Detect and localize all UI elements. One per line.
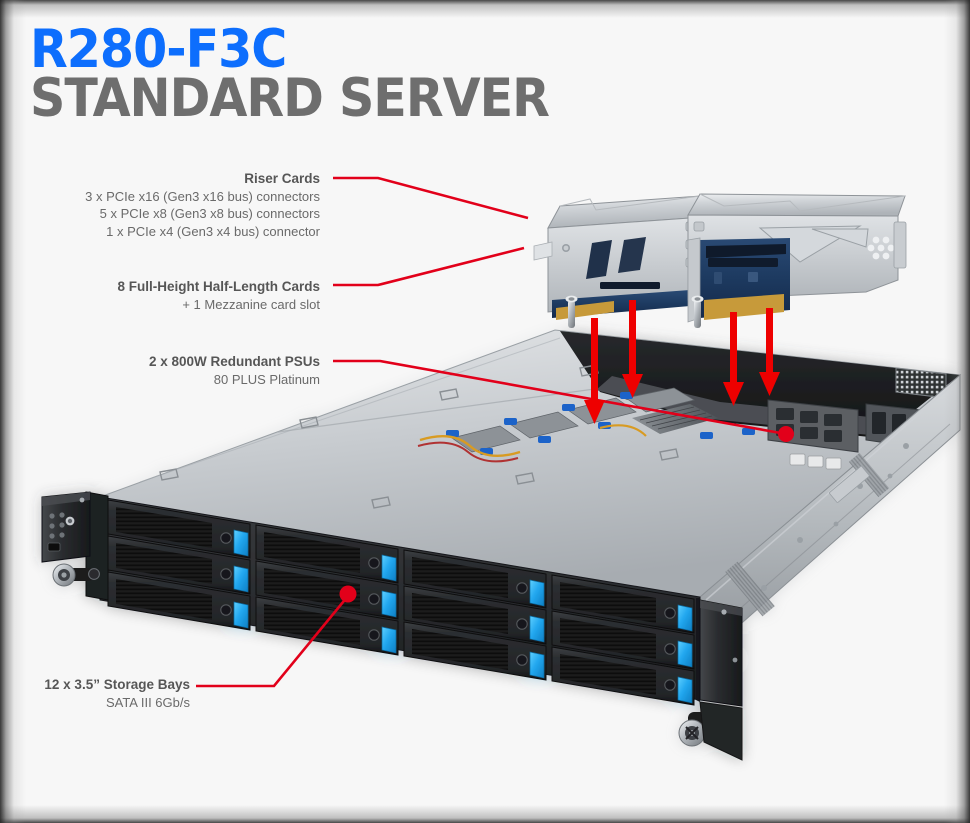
leader-riser-cards: [333, 176, 529, 220]
callout-title: 2 x 800W Redundant PSUs: [148, 354, 320, 369]
callout-expansion-cards: 8 Full-Height Half-Length Cards + 1 Mezz…: [0, 278, 321, 313]
callout-line: SATA III 6Gb/s: [105, 695, 190, 711]
callout-line: 1 x PCIe x4 (Gen3 x4 bus) connector: [106, 223, 320, 239]
install-arrow: [622, 300, 643, 398]
callout-title: Riser Cards: [244, 171, 320, 186]
callout-title: 12 x 3.5” Storage Bays: [44, 677, 190, 692]
install-arrow: [584, 318, 605, 424]
callout-line: 3 x PCIe x16 (Gen3 x16 bus) connectors: [85, 189, 320, 205]
install-arrow: [723, 312, 744, 406]
callout-line: + 1 Mezzanine card slot: [182, 297, 320, 313]
callout-riser-cards: Riser Cards 3 x PCIe x16 (Gen3 x16 bus) …: [0, 170, 320, 240]
install-arrows: [584, 300, 780, 424]
callout-storage-bays: 12 x 3.5” Storage Bays SATA III 6Gb/s: [0, 676, 190, 711]
page-title: R280-F3C STANDARD SERVER: [30, 23, 550, 124]
callout-power-supplies: 2 x 800W Redundant PSUs 80 PLUS Platinum: [0, 353, 320, 388]
leader-dot-storage: [339, 585, 357, 603]
install-arrow: [759, 308, 780, 396]
leader-storage-bays: [196, 595, 350, 688]
leader-expansion-cards: [333, 246, 525, 287]
callout-line: 80 PLUS Platinum: [213, 372, 320, 388]
product-class: STANDARD SERVER: [30, 67, 550, 129]
callout-title: 8 Full-Height Half-Length Cards: [117, 279, 321, 294]
leader-dot-psu: [778, 426, 794, 442]
callout-line: 5 x PCIe x8 (Gen3 x8 bus) connectors: [99, 206, 320, 222]
leader-power-supplies: [333, 359, 787, 436]
